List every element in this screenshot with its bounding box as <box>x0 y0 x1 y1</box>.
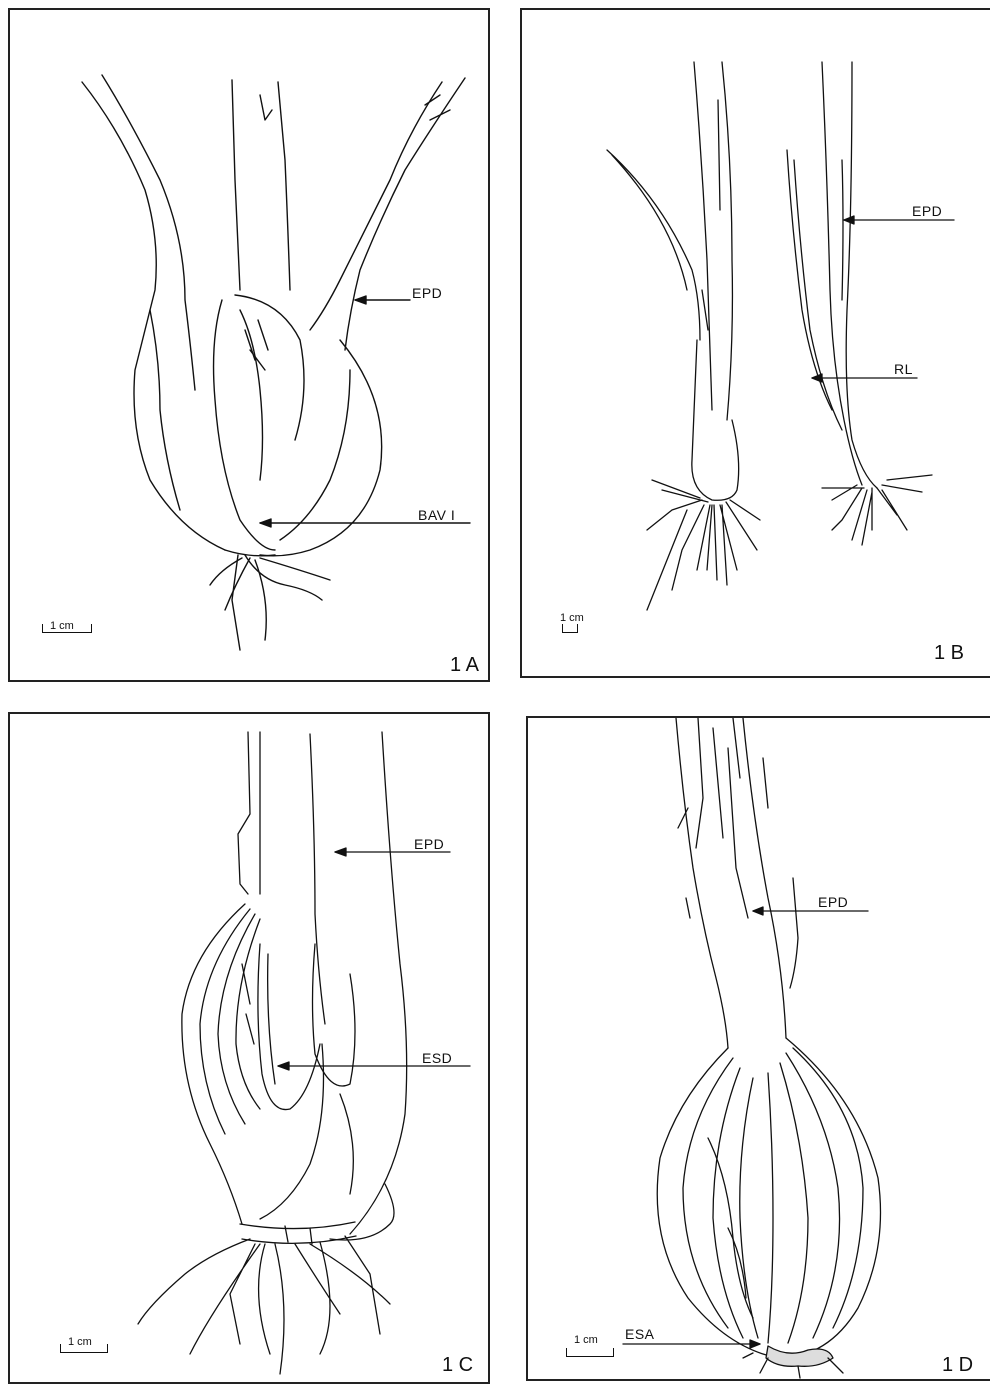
scale-label: 1 cm <box>574 1334 598 1346</box>
panel-1d: EPD ESA 1 cm 1 D <box>526 716 990 1381</box>
scale-label: 1 cm <box>50 620 74 632</box>
label-rl: RL <box>894 361 913 377</box>
plant-drawing-1b <box>522 10 990 678</box>
plant-drawing-1d <box>528 718 990 1381</box>
label-epd: EPD <box>412 285 442 301</box>
label-epd: EPD <box>818 894 848 910</box>
scale-label: 1 cm <box>560 612 584 624</box>
plant-drawing-1c <box>10 714 490 1384</box>
panel-1b: EPD RL 1 cm 1 B <box>520 8 990 678</box>
label-epd: EPD <box>912 203 942 219</box>
scale-label: 1 cm <box>68 1336 92 1348</box>
label-esa: ESA <box>625 1326 655 1342</box>
panel-1a: EPD BAV I 1 cm 1 A <box>8 8 490 682</box>
plant-drawing-1a <box>10 10 490 682</box>
panel-label: 1 B <box>934 642 964 665</box>
scale-bar <box>566 1348 614 1357</box>
label-esd: ESD <box>422 1050 452 1066</box>
panel-label: 1 A <box>450 654 479 677</box>
scale-bar <box>562 624 578 633</box>
panel-1c: EPD ESD 1 cm 1 C <box>8 712 490 1384</box>
panel-label: 1 D <box>942 1354 973 1377</box>
panel-label: 1 C <box>442 1354 473 1377</box>
label-epd: EPD <box>414 836 444 852</box>
label-bav: BAV I <box>418 507 455 523</box>
